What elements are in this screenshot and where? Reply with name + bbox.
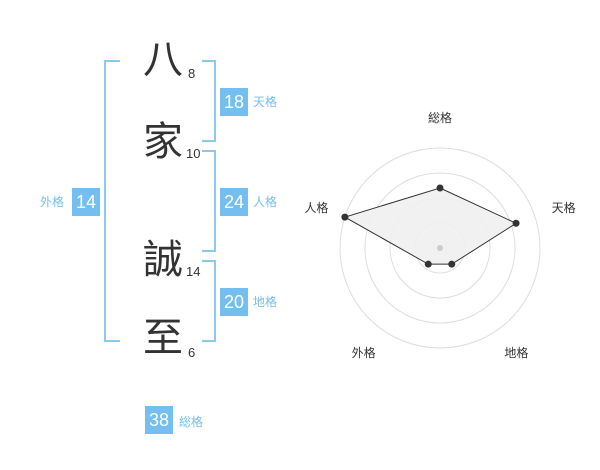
soukaku-label: 総格 xyxy=(179,415,204,429)
gaikaku-value: 14 xyxy=(72,188,100,216)
gaikaku-bracket xyxy=(104,60,120,342)
tenkaku-bracket xyxy=(202,60,216,142)
radar-point xyxy=(424,260,432,268)
chikaku-bracket xyxy=(202,260,216,342)
jinkaku-label: 人格 xyxy=(253,195,278,209)
name-char-3: 誠 xyxy=(143,237,183,283)
soukaku-value: 38 xyxy=(145,406,173,434)
name-char-2: 家 xyxy=(143,119,183,165)
radar-axis-label: 外格 xyxy=(352,345,376,360)
name-char-1: 八 xyxy=(143,37,183,83)
stroke-count-2: 10 xyxy=(186,146,201,161)
radar-point xyxy=(512,219,520,227)
tenkaku-value: 18 xyxy=(220,88,248,116)
radar-polygon xyxy=(343,187,518,265)
stroke-count-3: 14 xyxy=(186,264,201,279)
radar-point xyxy=(341,213,349,221)
radar-point xyxy=(436,184,444,192)
radar-ring xyxy=(364,172,516,324)
stroke-count-1: 8 xyxy=(188,66,196,81)
radar-center xyxy=(437,245,443,251)
stroke-count-4: 6 xyxy=(188,345,196,360)
radar-ring xyxy=(339,147,541,349)
radar-axis-label: 地格 xyxy=(504,345,528,360)
gaikaku-label: 外格 xyxy=(40,195,65,209)
tenkaku-label: 天格 xyxy=(253,95,278,109)
radar-axis-label: 総格 xyxy=(428,110,452,125)
jinkaku-value: 24 xyxy=(220,188,248,216)
jinkaku-bracket xyxy=(202,150,216,252)
radar-axis-label: 天格 xyxy=(552,200,576,215)
name-char-4: 至 xyxy=(143,315,183,361)
radar-axis-label: 人格 xyxy=(304,200,328,215)
chikaku-label: 地格 xyxy=(253,295,278,309)
radar-point xyxy=(448,260,456,268)
chikaku-value: 20 xyxy=(220,288,248,316)
